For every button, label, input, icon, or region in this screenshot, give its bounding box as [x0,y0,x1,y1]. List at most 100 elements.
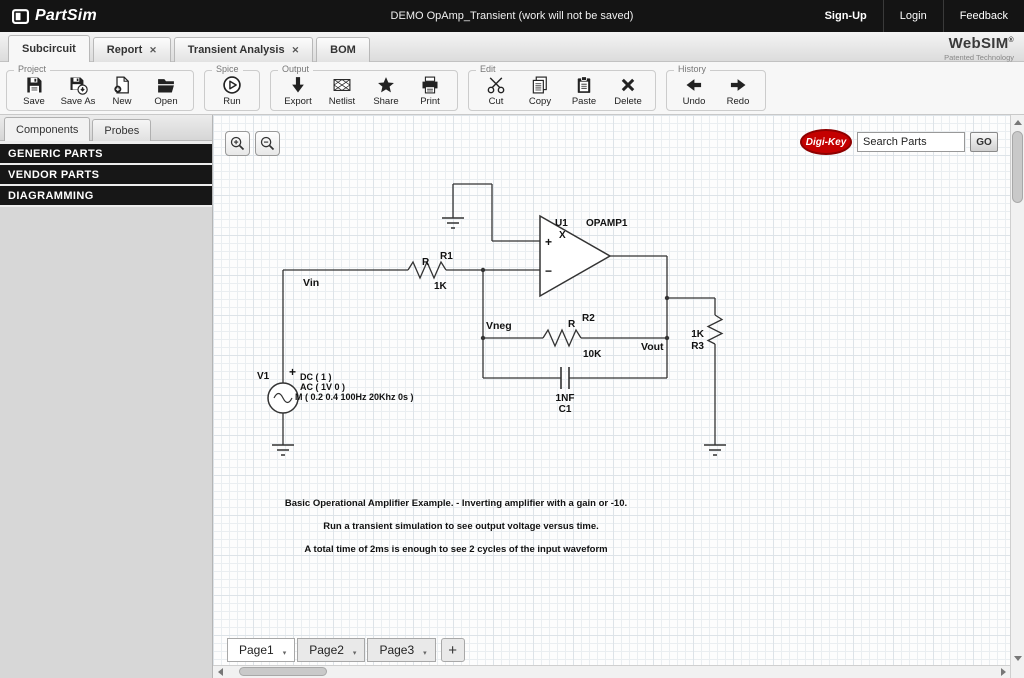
page-tab-label: Page2 [309,643,344,657]
tab-report[interactable]: Report ✕ [92,37,171,62]
add-page-button[interactable]: + [440,638,465,662]
signup-link[interactable]: Sign-Up [824,10,867,22]
toolbar-group-history: History Undo Redo [666,65,766,111]
cut-scissors-icon [487,77,505,94]
sidebar-section-diagramming[interactable]: DIAGRAMMING [0,186,212,207]
r3-value: 1K [691,329,705,340]
search-go-button[interactable]: GO [970,132,998,152]
page-tab-2[interactable]: Page2 ▾ [297,638,366,662]
resistor-r2[interactable]: R R2 10K [542,313,602,360]
login-link[interactable]: Login [882,0,943,32]
v1-plus-pin: + [289,365,296,379]
run-button[interactable]: Run [210,73,254,108]
topbar-links: Sign-Up Login Feedback [809,0,1024,32]
partsim-logo-text: PartSim [35,7,97,24]
resistor-r3[interactable]: 1K R3 [691,314,724,352]
websim-name: WebSIM® [944,35,1014,52]
partsim-logo[interactable]: PartSim [0,0,109,32]
digikey-logo[interactable]: Digi-Key [800,129,852,155]
tab-subcircuit[interactable]: Subcircuit [8,35,90,62]
toolbar-group-spice: Spice Run [204,65,260,111]
schematic-canvas[interactable]: + − U1 X OPAMP1 R R1 1K R [213,115,1010,665]
page-tab-3[interactable]: Page3 ▾ [367,638,436,662]
undo-button[interactable]: Undo [672,73,716,108]
scrollbar-corner [1011,665,1024,678]
horizontal-scroll-thumb[interactable] [239,667,327,676]
wire [667,297,716,445]
copy-button-label: Copy [528,96,552,107]
netlist-button[interactable]: Netlist [320,73,364,108]
delete-button[interactable]: Delete [606,73,650,108]
close-icon[interactable]: ✕ [291,44,300,55]
resistor-r1[interactable]: R R1 1K [407,251,453,292]
export-button[interactable]: Export [276,73,320,108]
chevron-down-icon[interactable]: ▾ [423,650,427,657]
c1-value: 1NF [556,393,575,404]
tab-probes[interactable]: Probes [92,119,152,141]
annotation-text[interactable]: Basic Operational Amplifier Example. - I… [285,498,627,555]
chevron-down-icon[interactable]: ▾ [352,650,357,657]
toolbar-group-history-label: History [674,65,711,74]
net-label-vout[interactable]: Vout [641,341,664,353]
save-as-button[interactable]: Save As [56,73,100,108]
feedback-link[interactable]: Feedback [942,0,1024,32]
save-button[interactable]: Save [12,73,56,108]
print-button[interactable]: Print [408,73,452,108]
net-label-vneg[interactable]: Vneg [486,320,512,332]
voltage-source-v1[interactable]: V1 + DC ( 1 ) AC ( 1V 0 ) M ( 0.2 0.4 10… [257,365,414,414]
net-label-vin[interactable]: Vin [303,277,319,289]
sidebar-section-vendor-parts[interactable]: VENDOR PARTS [0,165,212,186]
page-tab-label: Page3 [379,643,415,657]
registered-mark: ® [1008,37,1014,44]
page-tab-1[interactable]: Page1 ▾ [227,638,296,662]
redo-arrow-icon [730,79,746,91]
share-button-label: Share [373,96,399,107]
open-button[interactable]: Open [144,73,188,108]
print-button-label: Print [420,96,440,107]
scroll-right-button[interactable] [996,666,1010,678]
zoom-in-button[interactable] [225,131,250,156]
scroll-left-button[interactable] [213,666,227,678]
chevron-down-icon[interactable]: ▾ [282,650,287,657]
wire [452,183,540,242]
tab-components[interactable]: Components [4,117,91,141]
opamp-u1[interactable]: + − U1 X OPAMP1 [539,214,628,298]
tab-label: BOM [330,44,356,56]
new-button[interactable]: New [100,73,144,108]
opamp-ref: U1 [555,218,568,229]
scroll-down-button[interactable] [1011,651,1024,665]
copy-button[interactable]: Copy [518,73,562,108]
tab-bom[interactable]: BOM [316,37,370,62]
r1-value: 1K [434,281,448,292]
annotation-line-1: Basic Operational Amplifier Example. - I… [285,498,627,509]
open-icon [158,79,174,93]
share-button[interactable]: Share [364,73,408,108]
scroll-up-button[interactable] [1011,115,1024,129]
new-icon [114,76,129,94]
ground-symbol[interactable] [704,444,726,456]
v1-sin-spec: M ( 0.2 0.4 100Hz 20Khz 0s ) [295,392,414,402]
horizontal-scrollbar [213,665,1010,678]
delete-x-icon [621,78,635,92]
redo-button[interactable]: Redo [716,73,760,108]
vertical-scroll-thumb[interactable] [1012,131,1023,203]
export-button-label: Export [284,96,312,107]
toolbar-group-output-label: Output [278,65,314,74]
cut-button[interactable]: Cut [474,73,518,108]
ground-symbol[interactable] [442,217,464,229]
paste-button[interactable]: Paste [562,73,606,108]
search-parts-input[interactable] [857,132,965,152]
capacitor-c1[interactable]: 1NF C1 [556,367,575,415]
save-as-icon [70,77,88,95]
run-button-label: Run [223,96,241,107]
export-icon [292,77,304,93]
tab-transient-analysis[interactable]: Transient Analysis ✕ [173,37,314,62]
v1-ref: V1 [257,371,270,382]
zoom-out-button[interactable] [255,131,280,156]
run-icon [223,76,241,94]
sidebar-section-generic-parts[interactable]: GENERIC PARTS [0,144,212,165]
ground-symbol[interactable] [272,444,294,456]
close-icon[interactable]: ✕ [149,44,157,55]
circuit-wires [282,183,716,445]
r2-prefix: R [568,319,576,330]
